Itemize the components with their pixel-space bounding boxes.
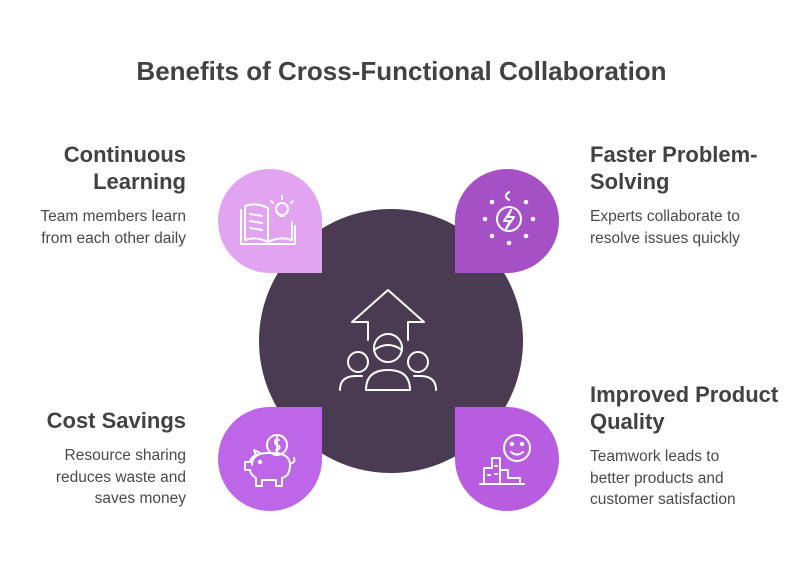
- description-line-1: Team members learn: [40, 208, 186, 225]
- description-line-2: resolve issues quickly: [590, 229, 740, 247]
- benefit-description: Team members learn from each other daily: [0, 206, 186, 249]
- piggy-bank-icon: [244, 434, 296, 487]
- lightning-bolt-icon: [482, 191, 536, 246]
- petal-improved-product-quality: [455, 407, 559, 511]
- heading-line-1: Continuous: [63, 142, 186, 167]
- open-book-lightbulb-icon: [240, 195, 296, 245]
- description-line-1: Resource sharing: [64, 447, 186, 464]
- benefit-heading: Cost Savings: [0, 407, 186, 434]
- heading-line-1: Faster Problem-: [590, 142, 758, 167]
- benefit-faster-problem-solving: Faster Problem- Solving Experts collabor…: [590, 141, 790, 249]
- description-line-2: reduces waste and: [55, 468, 186, 486]
- benefit-heading: Continuous Learning: [0, 141, 186, 195]
- benefit-description: Experts collaborate to resolve issues qu…: [590, 206, 790, 249]
- description-line-2: better products and: [590, 469, 724, 487]
- benefit-description: Teamwork leads to better products and cu…: [590, 446, 795, 511]
- description-line-1: Teamwork leads to: [590, 448, 720, 465]
- benefit-continuous-learning: Continuous Learning Team members learn f…: [0, 141, 186, 249]
- benefit-heading: Faster Problem- Solving: [590, 141, 790, 195]
- heading-line-2: Solving: [590, 169, 670, 194]
- benefit-heading: Improved Product Quality: [590, 381, 795, 435]
- team-growth-arrow-icon: [339, 289, 437, 391]
- benefit-improved-product-quality: Improved Product Quality Teamwork leads …: [590, 381, 795, 511]
- benefit-description: Resource sharing reduces waste and saves…: [0, 445, 186, 510]
- page-title: Benefits of Cross-Functional Collaborati…: [136, 56, 667, 86]
- petal-cost-savings: [218, 407, 322, 511]
- heading-line-1: Cost Savings: [46, 408, 186, 433]
- description-line-2: from each other daily: [41, 229, 186, 247]
- description-line-3: saves money: [94, 490, 186, 507]
- heading-line-2: Quality: [590, 409, 665, 434]
- petal-continuous-learning: [218, 169, 322, 273]
- heading-line-2: Learning: [93, 169, 186, 194]
- smiley-buildings-icon: [479, 434, 531, 485]
- heading-line-1: Improved Product: [590, 382, 779, 407]
- description-line-1: Experts collaborate to: [590, 208, 740, 225]
- benefit-cost-savings: Cost Savings Resource sharing reduces wa…: [0, 407, 186, 510]
- description-line-3: customer satisfaction: [590, 491, 736, 508]
